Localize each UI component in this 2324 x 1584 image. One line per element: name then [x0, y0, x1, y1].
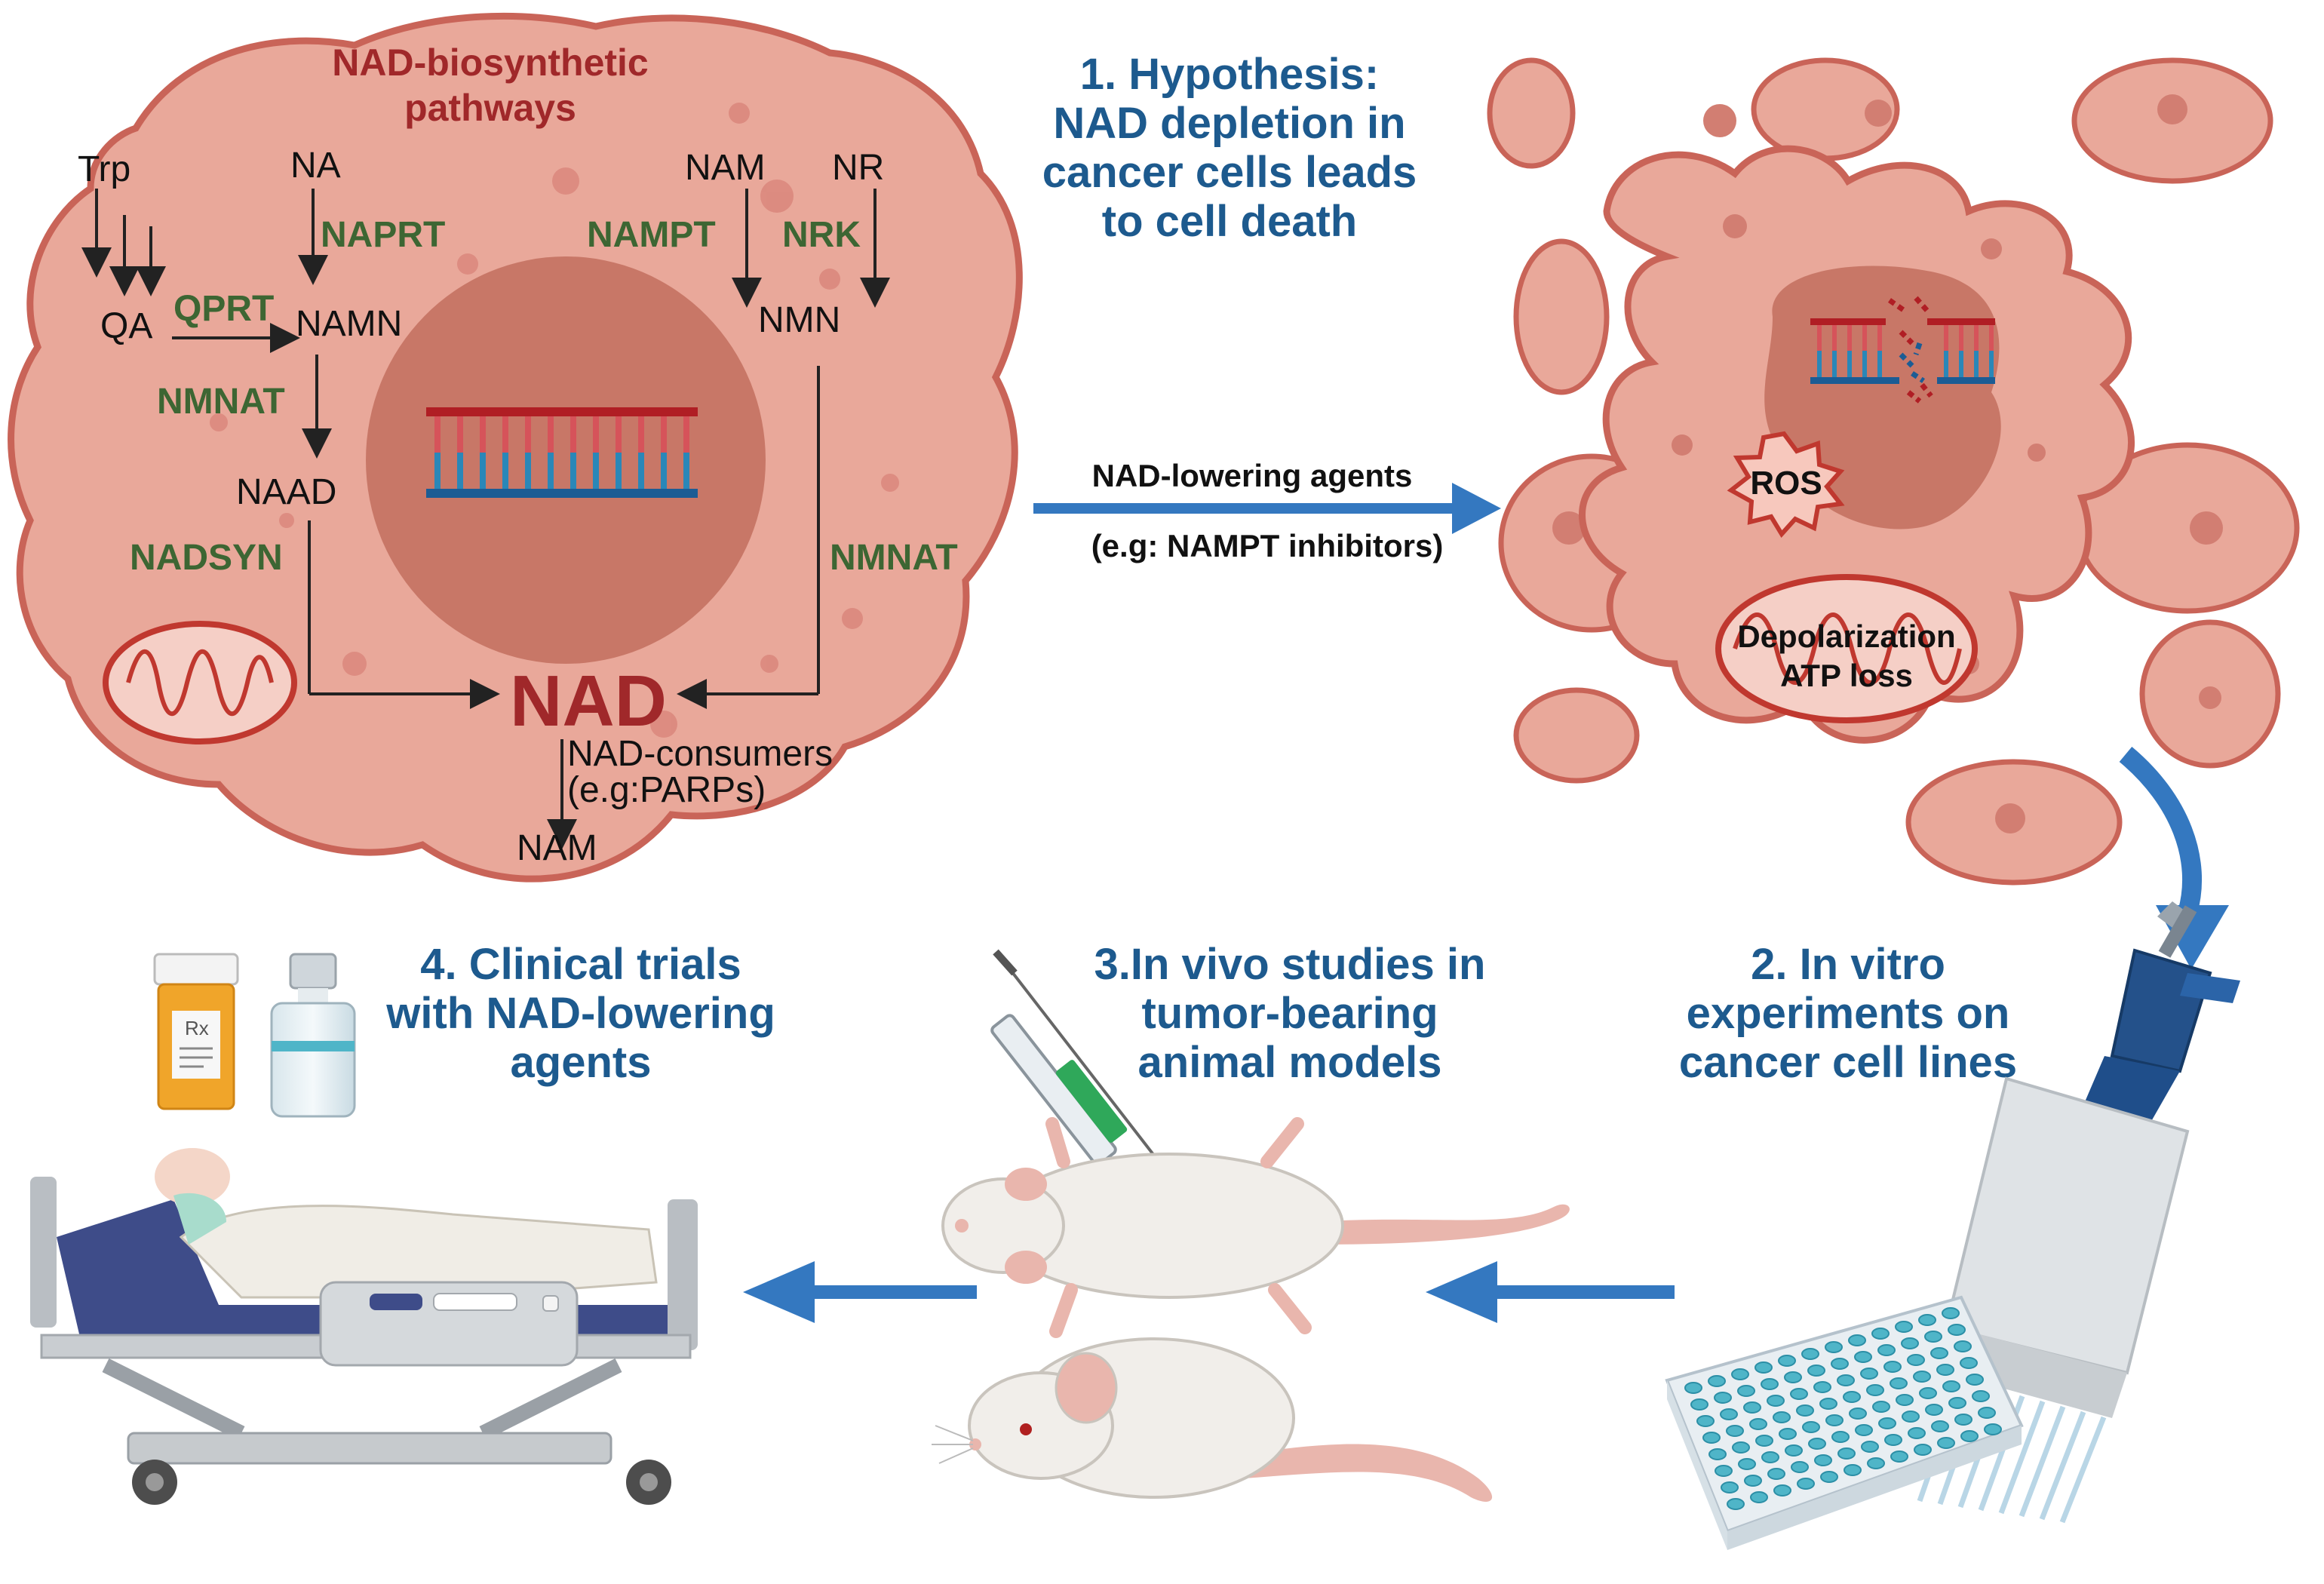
step1-line4: to cell death [1102, 197, 1357, 246]
molecule-nad: NAD [510, 661, 667, 741]
molecule-trp: Trp [78, 149, 130, 189]
mito-label-line1: Depolarization [1737, 619, 1955, 654]
arrow-invivo-to-clinical [743, 1261, 977, 1323]
step1-line1: 1. Hypothesis: [1080, 50, 1379, 99]
consumers-line2: (e.g:PARPs) [567, 770, 766, 810]
step2-line2: experiments on [1687, 989, 2010, 1038]
medication-vial-icon [270, 953, 356, 1118]
step4-line1: 4. Clinical trials [420, 940, 741, 989]
enzyme-nmnat-left: NMNAT [157, 382, 285, 422]
step4-line3: agents [511, 1038, 652, 1087]
mitochondrion-icon [103, 621, 297, 744]
multichannel-pipette-icon [1917, 901, 2240, 1524]
step2-line3: cancer cell lines [1679, 1038, 2017, 1087]
molecule-qa: QA [100, 306, 152, 346]
enzyme-nampt: NAMPT [587, 215, 716, 255]
dying-nucleus [1764, 266, 2001, 530]
step1-line3: cancer cells leads [1042, 148, 1417, 197]
treatment-sublabel: (e.g: NAMPT inhibitors) [1091, 528, 1444, 563]
molecule-nr: NR [832, 148, 884, 188]
pathways-title-line2: pathways [404, 87, 576, 129]
step3-line3: animal models [1138, 1038, 1442, 1087]
enzyme-nmnat-right: NMNAT [830, 538, 958, 578]
enzyme-nadsyn: NADSYN [130, 538, 283, 578]
treatment-arrow [1033, 483, 1501, 534]
consumers-line1: NAD-consumers [567, 734, 833, 774]
molecule-nam-bottom: NAM [517, 828, 597, 868]
step2-line1: 2. In vitro [1751, 940, 1945, 989]
step1-line2: NAD depletion in [1053, 99, 1405, 148]
pill-bottle-icon: Rx [153, 953, 239, 1110]
ros-label: ROS [1750, 465, 1822, 502]
hospital-bed-icon [30, 1148, 698, 1505]
molecule-nmn: NMN [758, 300, 840, 340]
arrow-invitro-to-invivo [1426, 1261, 1675, 1323]
mito-label-line2: ATP loss [1780, 658, 1913, 693]
molecule-na: NA [290, 146, 341, 186]
ros-starburst-icon [1727, 431, 1845, 539]
mouse-icon [932, 1337, 1493, 1502]
rx-label: Rx [185, 1017, 209, 1039]
step2-in-vitro: 2. In vitro experiments on cancer cell l… [1679, 940, 2017, 1087]
treatment-label: NAD-lowering agents [1092, 458, 1413, 493]
step1-hypothesis: 1. Hypothesis: NAD depletion in cancer c… [1042, 50, 1417, 246]
enzyme-qprt: QPRT [173, 289, 274, 329]
step3-line1: 3.In vivo studies in [1094, 940, 1486, 989]
dying-cell: ROS Depolarization ATP loss [1487, 57, 2300, 886]
mouse-supine-icon [941, 1117, 1570, 1338]
molecule-naad: NAAD [236, 472, 336, 512]
enzyme-nrk: NRK [782, 215, 861, 255]
enzyme-naprt: NAPRT [321, 215, 445, 255]
dna-helix-icon [426, 407, 698, 498]
step3-in-vivo: 3.In vivo studies in tumor-bearing anima… [1094, 940, 1486, 1087]
step4-line2: with NAD-lowering [385, 989, 775, 1038]
pathways-title-line1: NAD-biosynthetic [332, 41, 648, 84]
well-plate-icon [1665, 1295, 2024, 1550]
step4-clinical: 4. Clinical trials with NAD-lowering age… [385, 940, 775, 1087]
step3-line2: tumor-bearing [1141, 989, 1438, 1038]
curved-arrow-to-invitro [2119, 747, 2203, 916]
molecule-namn: NAMN [296, 304, 402, 344]
pathway-arrows [81, 189, 890, 849]
healthy-cell [8, 12, 1023, 883]
damaged-mitochondrion-icon [1715, 574, 1978, 723]
molecule-nam-top: NAM [685, 148, 766, 188]
broken-dna-icon [1810, 296, 1995, 404]
healthy-nucleus [366, 256, 766, 664]
